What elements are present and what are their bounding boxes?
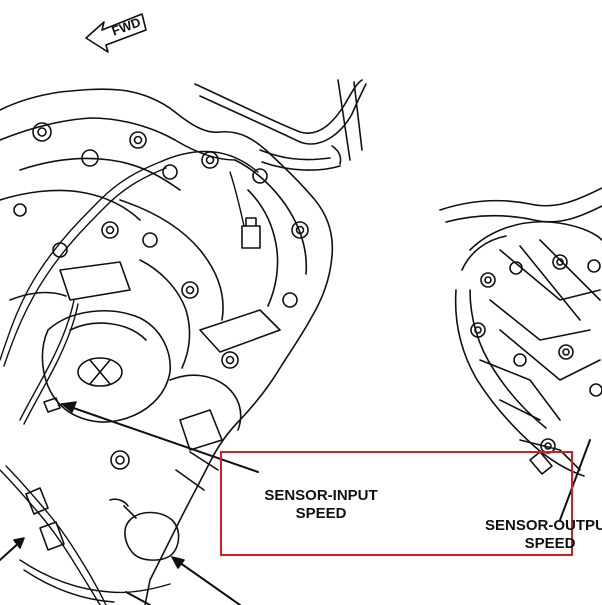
output-speed-sensor-label-line2: SPEED	[524, 535, 576, 552]
round-sensor	[109, 498, 180, 561]
main-housing-outline	[0, 88, 334, 605]
input-speed-leader-line	[61, 403, 259, 473]
input-speed-sensor-label-line1: SENSOR-INPUT	[264, 487, 378, 504]
fwd-arrow-icon	[85, 13, 147, 53]
output-speed-leader-line	[559, 439, 591, 521]
output-speed-sensor-label-line1: SENSOR-OUTPUT	[484, 517, 602, 534]
solenoid-cylinder	[41, 310, 171, 423]
highlight-box	[220, 451, 573, 556]
input-speed-sensor-label-line2: SPEED	[295, 505, 347, 522]
input-speed-sensor-callout: SENSOR-INPUT SPEED	[246, 487, 396, 523]
output-speed-sensor-callout: SENSOR-OUTPUT SPEED	[470, 517, 602, 553]
upper-hose	[194, 79, 363, 134]
output-side-housing	[439, 187, 602, 477]
wiring-harness	[0, 150, 259, 605]
fwd-label: FWD	[110, 14, 143, 38]
